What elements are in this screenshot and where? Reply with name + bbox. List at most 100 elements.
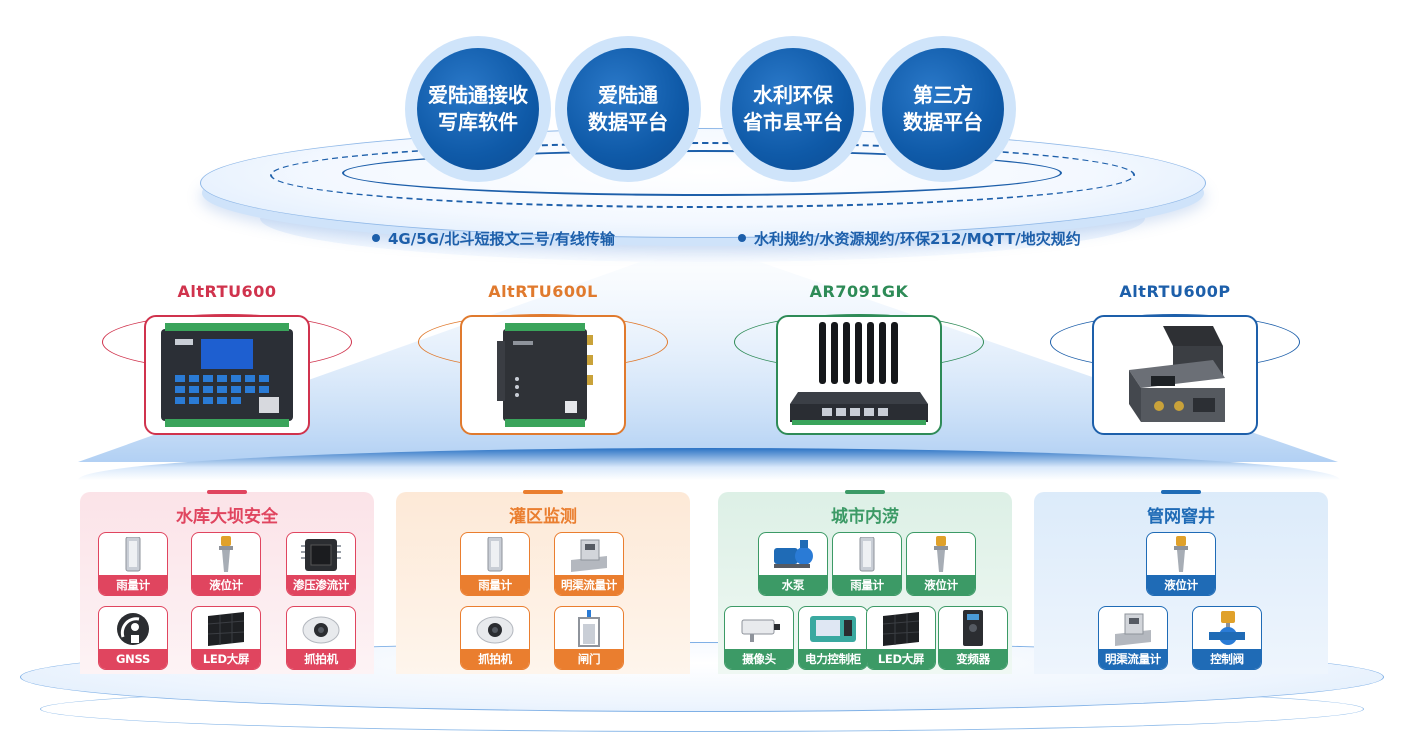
sensor-tile-rain-gauge: 雨量计 <box>832 532 902 596</box>
sensor-label: GNSS <box>99 649 167 669</box>
sensor-tile-inverter: 变频器 <box>938 606 1008 670</box>
device-frame <box>144 315 310 435</box>
device-ar7091gk: AR7091GK <box>734 282 984 442</box>
platform-node-line1: 水利环保 <box>753 83 833 107</box>
platform-node-third-party: 第三方 数据平台 <box>870 36 1016 182</box>
platform-dashed-ring <box>270 142 1135 208</box>
category-tab <box>207 490 247 494</box>
category-title: 城市内涝 <box>831 507 899 527</box>
category-tab <box>845 490 885 494</box>
channel-flowmeter-icon <box>1099 607 1167 651</box>
device-frame <box>1092 315 1258 435</box>
category-title: 水库大坝安全 <box>176 507 278 527</box>
led-screen-icon <box>867 607 935 651</box>
sensor-tile-control-cabinet: 电力控制柜 <box>798 606 868 670</box>
sensor-tile-led-screen: LED大屏 <box>866 606 936 670</box>
sensor-label: LED大屏 <box>867 649 935 669</box>
camera-icon <box>725 607 793 651</box>
capture-camera-icon <box>461 607 529 651</box>
gate-icon <box>555 607 623 651</box>
rtu-panel-device-icon <box>161 323 293 427</box>
category-urban-waterlogging: 城市内涝 水泵 雨量计 液位计 摄像头 电力控制柜 LED大屏 <box>718 490 1012 674</box>
platform-node-line2: 写库软件 <box>438 110 518 134</box>
control-valve-icon <box>1193 607 1261 651</box>
base-top-edge <box>78 448 1340 480</box>
transport-methods-text: 4G/5G/北斗短报文三号/有线传输 <box>388 230 615 248</box>
protocol-list-text: 水利规约/水资源规约/环保212/MQTT/地灾规约 <box>754 230 1081 248</box>
sensor-label: 雨量计 <box>833 575 901 595</box>
sensor-tile-camera: 摄像头 <box>724 606 794 670</box>
category-irrigation: 灌区监测 雨量计 明渠流量计 抓拍机 闸门 <box>396 490 690 674</box>
sensor-tile-led-screen: LED大屏 <box>191 606 261 670</box>
bullet-icon <box>372 233 380 242</box>
antenna-router-device-icon <box>790 322 928 425</box>
sensor-label: 水泵 <box>759 575 827 595</box>
platform-node-line1: 爱陆通 <box>598 83 658 107</box>
platform-node-line1: 爱陆通接收 <box>428 83 528 107</box>
sensor-tile-capture-camera: 抓拍机 <box>460 606 530 670</box>
device-altrtu600: AltRTU600 <box>102 282 352 442</box>
sensor-label: 电力控制柜 <box>799 649 867 669</box>
sensor-tile-level-meter: 液位计 <box>1146 532 1216 596</box>
platform-node-altlink-data: 爱陆通 数据平台 <box>555 36 701 182</box>
device-name: AltRTU600 <box>177 282 277 301</box>
channel-flowmeter-icon <box>555 533 623 577</box>
sensor-tile-rain-gauge: 雨量计 <box>460 532 530 596</box>
water-pump-icon <box>759 533 827 577</box>
device-frame <box>776 315 942 435</box>
device-name: AR7091GK <box>809 282 909 301</box>
device-name: AltRTU600L <box>488 282 598 301</box>
category-tab <box>523 490 563 494</box>
device-frame <box>460 315 626 435</box>
category-pipe-network: 管网窨井 液位计 明渠流量计 控制阀 <box>1034 490 1328 674</box>
led-screen-icon <box>192 607 260 651</box>
sensor-label: 液位计 <box>1147 575 1215 595</box>
sensor-tile-rain-gauge: 雨量计 <box>98 532 168 596</box>
rtu-box-device-icon <box>497 323 593 427</box>
platform-node-line2: 数据平台 <box>903 110 983 134</box>
sensor-tile-water-pump: 水泵 <box>758 532 828 596</box>
sensor-label: LED大屏 <box>192 649 260 669</box>
device-altrtu600l: AltRTU600L <box>418 282 668 442</box>
sensor-label: 雨量计 <box>461 575 529 595</box>
sensor-label: 液位计 <box>907 575 975 595</box>
platform-node-line1: 第三方 <box>913 83 973 107</box>
platform-node-water-env: 水利环保 省市县平台 <box>720 36 866 182</box>
inverter-icon <box>939 607 1007 651</box>
sensor-tile-level-meter: 液位计 <box>906 532 976 596</box>
category-reservoir-dam: 水库大坝安全 雨量计 液位计 渗压渗流计 GNSS LED大屏 抓拍机 <box>80 490 374 674</box>
sensor-tile-gnss: GNSS <box>98 606 168 670</box>
seepage-sensor-icon <box>287 533 355 577</box>
sensor-tile-seepage: 渗压渗流计 <box>286 532 356 596</box>
sensor-label: 液位计 <box>192 575 260 595</box>
level-meter-icon <box>192 533 260 577</box>
sensor-label: 明渠流量计 <box>555 575 623 595</box>
sensor-label: 明渠流量计 <box>1099 649 1167 669</box>
control-cabinet-icon <box>799 607 867 651</box>
sensor-tile-channel-flowmeter: 明渠流量计 <box>1098 606 1168 670</box>
sensor-tile-capture-camera: 抓拍机 <box>286 606 356 670</box>
device-altrtu600p: AltRTU600P <box>1050 282 1300 442</box>
gnss-antenna-icon <box>99 607 167 651</box>
sensor-tile-level-meter: 液位计 <box>191 532 261 596</box>
platform-node-line2: 省市县平台 <box>743 110 843 134</box>
sensor-label: 抓拍机 <box>287 649 355 669</box>
sensor-label: 抓拍机 <box>461 649 529 669</box>
level-meter-icon <box>1147 533 1215 577</box>
transport-methods: 4G/5G/北斗短报文三号/有线传输 <box>372 228 615 249</box>
device-name: AltRTU600P <box>1119 282 1231 301</box>
category-tab <box>1161 490 1201 494</box>
capture-camera-icon <box>287 607 355 651</box>
sensor-label: 摄像头 <box>725 649 793 669</box>
sensor-label: 控制阀 <box>1193 649 1261 669</box>
compact-rtu-device-icon <box>1129 326 1225 422</box>
sensor-tile-gate: 闸门 <box>554 606 624 670</box>
protocol-list: 水利规约/水资源规约/环保212/MQTT/地灾规约 <box>738 228 1081 249</box>
rain-gauge-icon <box>833 533 901 577</box>
sensor-label: 雨量计 <box>99 575 167 595</box>
category-title: 灌区监测 <box>509 507 577 527</box>
platform-inner-ring <box>342 150 1062 196</box>
rain-gauge-icon <box>461 533 529 577</box>
sensor-tile-control-valve: 控制阀 <box>1192 606 1262 670</box>
sensor-label: 闸门 <box>555 649 623 669</box>
